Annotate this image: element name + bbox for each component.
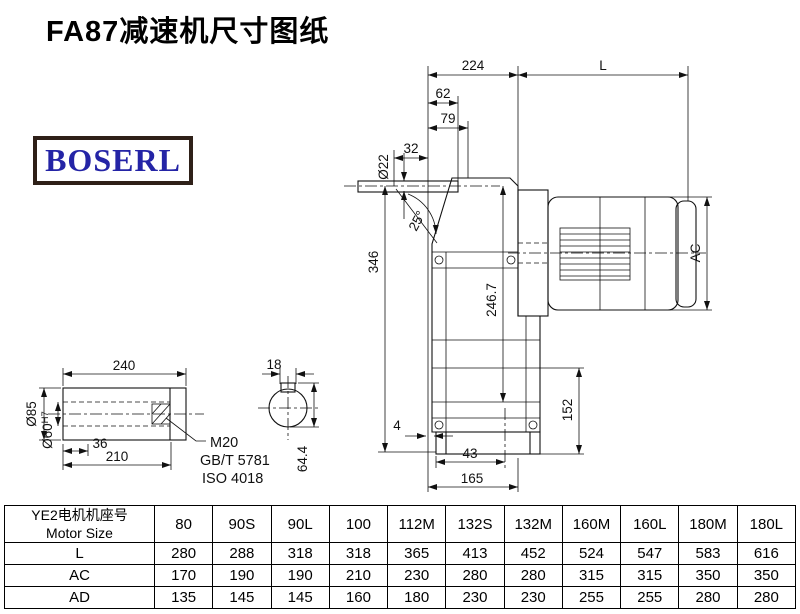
dim-dia60-tolerance: H7 xyxy=(40,411,51,423)
table-cell: 280 xyxy=(503,564,563,587)
table-cell: 318 xyxy=(270,542,330,565)
table-cell: 190 xyxy=(270,564,330,587)
table-cell: 190 xyxy=(212,564,272,587)
table-cell: 255 xyxy=(620,586,680,609)
row-label: AD xyxy=(4,586,155,609)
brand-logo: BOSERL xyxy=(33,136,193,185)
motor-size-table: YE2电机机座号 Motor Size 80 90S 90L 100 112M … xyxy=(4,505,797,609)
page-title: FA87减速机尺寸图纸 xyxy=(46,16,330,48)
table-cell: 255 xyxy=(561,586,622,609)
table-cell: 315 xyxy=(620,564,680,587)
dim-152: 152 xyxy=(560,399,575,422)
gearbox-main-view xyxy=(344,177,541,455)
input-shaft xyxy=(357,180,459,193)
column-header: 180M xyxy=(678,505,738,543)
table-header-motor-size: YE2电机机座号 Motor Size xyxy=(4,505,155,543)
output-shaft-detail-view xyxy=(48,387,206,442)
dimension-drawing: 224 L 62 79 32 Ø22 25° 346 246.7 AC 152 … xyxy=(24,58,712,492)
table-cell: 318 xyxy=(328,542,389,565)
dim-240: 240 xyxy=(113,358,136,373)
table-cell: 452 xyxy=(503,542,563,565)
dim-246-7: 246.7 xyxy=(484,283,499,317)
dim-dia85: Ø85 xyxy=(24,401,39,427)
leader-line xyxy=(165,417,206,442)
table-cell: 280 xyxy=(445,564,505,587)
table-cell: 210 xyxy=(328,564,389,587)
column-header: 132S xyxy=(445,505,505,543)
thread-iso-label: ISO 4018 xyxy=(202,471,263,487)
table-cell: 135 xyxy=(153,586,214,609)
brand-logo-text: BOSERL xyxy=(45,142,181,178)
table-cell: 350 xyxy=(736,564,797,587)
column-header: 160L xyxy=(620,505,680,543)
table-cell: 315 xyxy=(561,564,622,587)
table-cell: 280 xyxy=(153,542,214,565)
table-cell: 524 xyxy=(561,542,622,565)
table-cell: 413 xyxy=(445,542,505,565)
dim-224: 224 xyxy=(462,58,485,73)
dim-62: 62 xyxy=(435,86,450,101)
thread-spec-label: M20 xyxy=(210,435,238,451)
dim-dia60-h7: Ø60H7 xyxy=(40,411,55,449)
dim-43: 43 xyxy=(462,446,477,461)
column-header: 90S xyxy=(212,505,272,543)
table-row-AD: AD 135 145 145 160 180 230 230 255 255 2… xyxy=(4,586,797,609)
table-cell: 230 xyxy=(387,564,447,587)
table-cell: 616 xyxy=(736,542,797,565)
dim-64-4: 64.4 xyxy=(295,445,310,472)
table-cell: 288 xyxy=(212,542,272,565)
column-header: 100 xyxy=(328,505,389,543)
table-cell: 350 xyxy=(678,564,738,587)
table-cell: 583 xyxy=(678,542,738,565)
table-cell: 180 xyxy=(387,586,447,609)
row-label: AC xyxy=(4,564,155,587)
column-header: 180L xyxy=(736,505,797,543)
table-cell: 365 xyxy=(387,542,447,565)
column-header: 80 xyxy=(153,505,214,543)
fan-cover xyxy=(675,200,697,308)
keyway-section-view xyxy=(258,376,318,440)
dim-346: 346 xyxy=(366,251,381,274)
table-cell: 230 xyxy=(445,586,505,609)
dim-18: 18 xyxy=(266,357,281,372)
table-cell: 145 xyxy=(212,586,272,609)
thread-standard-label: GB/T 5781 xyxy=(200,453,270,469)
dim-210: 210 xyxy=(106,449,129,464)
extension-lines xyxy=(39,66,712,492)
dimension-lines xyxy=(41,72,710,490)
dim-L: L xyxy=(599,58,607,73)
dim-165: 165 xyxy=(461,471,484,486)
column-header: 160M xyxy=(561,505,622,543)
dim-angle-25: 25° xyxy=(406,208,429,233)
dim-AC: AC xyxy=(688,243,703,262)
column-header: 132M xyxy=(503,505,563,543)
dim-dia22: Ø22 xyxy=(376,154,391,180)
dim-32: 32 xyxy=(403,141,418,156)
header-cn: YE2电机机座号 xyxy=(31,507,128,524)
row-label: L xyxy=(4,542,155,565)
column-header: 112M xyxy=(387,505,447,543)
dim-36: 36 xyxy=(92,436,107,451)
dim-dia60: Ø60 xyxy=(40,423,55,449)
dim-79: 79 xyxy=(440,111,455,126)
table-cell: 145 xyxy=(270,586,330,609)
table-cell: 280 xyxy=(736,586,797,609)
motor-fins xyxy=(559,227,631,281)
dim-4: 4 xyxy=(393,418,401,433)
header-en: Motor Size xyxy=(46,525,113,542)
motor-view xyxy=(508,189,706,317)
table-header-row: YE2电机机座号 Motor Size 80 90S 90L 100 112M … xyxy=(4,505,797,543)
table-row-AC: AC 170 190 190 210 230 280 280 315 315 3… xyxy=(4,564,797,587)
table-cell: 230 xyxy=(503,586,563,609)
table-cell: 160 xyxy=(328,586,389,609)
column-header: 90L xyxy=(270,505,330,543)
table-cell: 280 xyxy=(678,586,738,609)
table-row-L: L 280 288 318 318 365 413 452 524 547 58… xyxy=(4,542,797,565)
table-cell: 547 xyxy=(620,542,680,565)
table-cell: 170 xyxy=(153,564,214,587)
